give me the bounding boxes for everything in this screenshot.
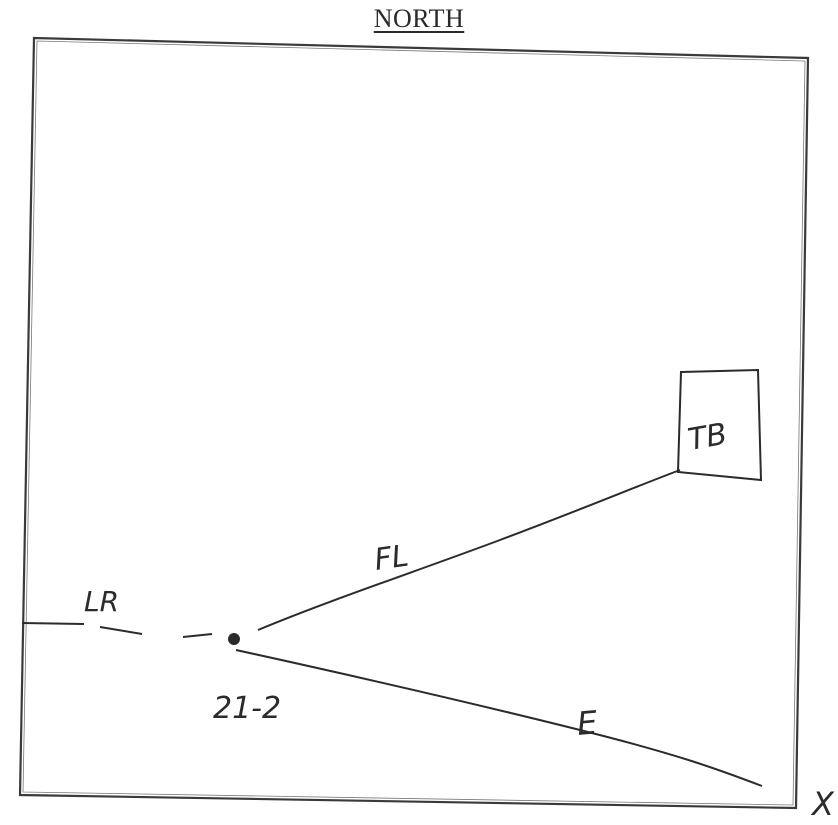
point-id-label: 21-2 (213, 691, 281, 726)
tb-label: TB (685, 417, 729, 458)
e-label: E (575, 703, 599, 743)
fl-label: FL (372, 539, 411, 578)
tb-box (676, 368, 763, 482)
fl-line (257, 469, 681, 631)
corner-x-mark: X (810, 785, 835, 823)
sketch-frame (18, 36, 810, 810)
lr-label: LR (84, 585, 119, 618)
north-heading: NORTH (373, 4, 465, 33)
e-line (235, 649, 763, 787)
station-point (228, 633, 240, 645)
lr-dashed-line (21, 622, 213, 638)
